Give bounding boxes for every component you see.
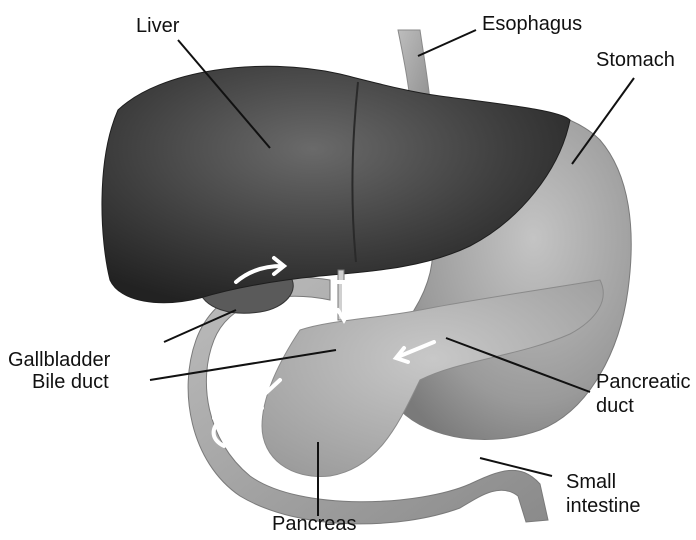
label-esophagus: Esophagus — [482, 12, 582, 36]
label-gallbladder: Gallbladder — [8, 348, 110, 372]
label-stomach: Stomach — [596, 48, 675, 72]
label-pancreatic-duct: Pancreatic duct — [596, 370, 691, 418]
label-pancreatic-duct-line1: Pancreatic — [596, 370, 691, 394]
leader-esophagus — [418, 30, 476, 56]
label-small-intestine: Small intestine — [566, 470, 641, 518]
label-bile-duct: Bile duct — [32, 370, 109, 394]
label-pancreatic-duct-line2: duct — [596, 394, 691, 418]
label-small-intestine-line2: intestine — [566, 494, 641, 518]
label-small-intestine-line1: Small — [566, 470, 641, 494]
label-pancreas: Pancreas — [272, 512, 357, 536]
label-liver: Liver — [136, 14, 179, 38]
